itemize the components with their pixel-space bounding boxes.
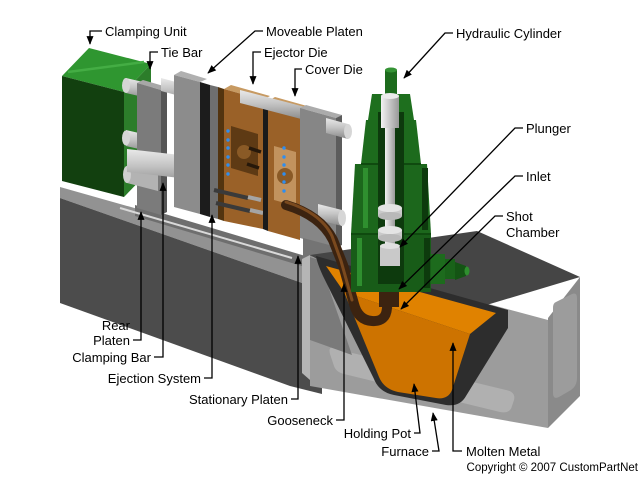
gooseneck [281, 200, 393, 327]
leader-ejector-die [249, 51, 261, 85]
furnace-inner-wall [310, 257, 352, 355]
ejector-die-edge [218, 87, 224, 221]
leader-holding-pot [411, 383, 421, 434]
rod-cap-block [381, 96, 399, 128]
core-pin [246, 162, 260, 170]
label-cover-die: Cover Die [305, 62, 363, 77]
gooseneck-tube [281, 200, 393, 327]
label-plunger: Plunger [526, 121, 571, 136]
leader-shot-chamber [400, 215, 503, 310]
cylinder-shade [424, 238, 430, 288]
leader-hydraulic-cylinder [403, 32, 453, 79]
label-molten-metal: Molten Metal [466, 444, 541, 459]
leader-tie-bar [146, 51, 158, 70]
rod-coupler-top [380, 243, 400, 249]
die-cavity-boss [237, 145, 251, 159]
label-shot-chamber-line1: Shot [506, 209, 533, 224]
clamping-unit-front [62, 76, 124, 197]
leader-plunger [399, 127, 523, 248]
label-rear-platen-line1: Rear [102, 318, 131, 333]
rear-platen-side [161, 87, 167, 215]
rod-collar-bottom [378, 212, 402, 220]
label-moveable-platen: Moveable Platen [266, 24, 363, 39]
label-hydraulic-cylinder: Hydraulic Cylinder [456, 26, 562, 41]
base-top-face [60, 187, 322, 290]
label-ejection-system: Ejection System [108, 371, 201, 386]
ejector-pins [213, 188, 264, 215]
rod-shaft [385, 128, 395, 248]
stationary-platen-top [300, 105, 342, 118]
label-rear-platen-line2: Platen [93, 333, 130, 348]
rod-coupler [380, 246, 400, 266]
leader-lines [86, 30, 523, 452]
rod-collar-top [378, 204, 402, 212]
rod-collar-bottom [378, 234, 402, 242]
plunger-rod [378, 93, 402, 266]
die-parting-gap [263, 100, 268, 231]
ejector-pin-dots [282, 146, 286, 193]
clamping-unit-highlight [67, 60, 145, 74]
rear-platen-front [137, 83, 161, 215]
copyright-text: Copyright © 2007 CustomPartNet [467, 462, 639, 474]
label-furnace: Furnace [381, 444, 429, 459]
moveable-platen-back-plate [210, 85, 218, 219]
hydraulic-cylinder [351, 67, 470, 292]
rod-collar-top [378, 226, 402, 234]
core-pin [248, 146, 262, 154]
label-inlet: Inlet [526, 169, 551, 184]
labels: Clamping Unit Tie Bar Moveable Platen Ej… [72, 24, 639, 474]
cylinder-highlight [363, 168, 368, 228]
leader-inlet [398, 175, 523, 290]
cylinder-nub-cap [385, 67, 397, 73]
tie-bar-right-cap [344, 124, 352, 139]
cylinder-shade [422, 168, 428, 230]
nozzle-cone [455, 262, 466, 280]
label-stationary-platen: Stationary Platen [189, 392, 288, 407]
label-gooseneck: Gooseneck [267, 413, 333, 428]
base-highlight [119, 207, 293, 259]
moveable-platen-top [174, 71, 207, 82]
leader-furnace [430, 412, 440, 452]
moveable-platen-front [174, 75, 200, 214]
furnace-right-highlight [553, 293, 577, 398]
tie-bar-cap [122, 78, 130, 93]
label-tie-bar: Tie Bar [161, 45, 203, 60]
tie-bar-upper-right [240, 90, 305, 120]
moveable-platen [174, 71, 218, 219]
leader-clamping-unit [86, 30, 102, 45]
label-ejector-die: Ejector Die [264, 45, 328, 60]
stationary-platen [300, 105, 352, 268]
nozzle-block [431, 254, 445, 284]
tie-bar-right-stub [326, 118, 348, 139]
leader-stationary-platen [291, 255, 302, 400]
rear-platen-top [137, 80, 167, 90]
gooseneck-highlight [284, 200, 354, 302]
cylinder-nub [385, 70, 397, 96]
tie-bar-cap [122, 130, 130, 146]
leader-rear-platen [133, 211, 145, 341]
furnace-left-edge [302, 255, 310, 380]
leader-cover-die [291, 68, 302, 97]
cover-die-cavity [277, 168, 293, 184]
ejector-die [213, 85, 270, 229]
label-clamping-bar: Clamping Bar [72, 350, 151, 365]
leader-gooseneck [336, 283, 348, 421]
tie-bar-right-cap [338, 210, 346, 226]
nozzle-step [445, 259, 455, 279]
leader-clamping-bar [154, 182, 167, 358]
label-holding-pot: Holding Pot [344, 426, 412, 441]
machine-base [60, 187, 322, 394]
moveable-platen-gap [200, 82, 210, 217]
leader-ejection-system [204, 214, 216, 379]
label-clamping-unit: Clamping Unit [105, 24, 187, 39]
rod-cap [381, 93, 399, 99]
label-shot-chamber-line2: Chamber [506, 225, 560, 240]
base-front-face [60, 198, 322, 394]
leader-molten-metal [449, 342, 462, 452]
nozzle-tip [464, 266, 470, 276]
leader-moveable-platen [207, 30, 263, 74]
cylinder-highlight [357, 238, 362, 286]
ejector-pin-dots [226, 129, 230, 176]
